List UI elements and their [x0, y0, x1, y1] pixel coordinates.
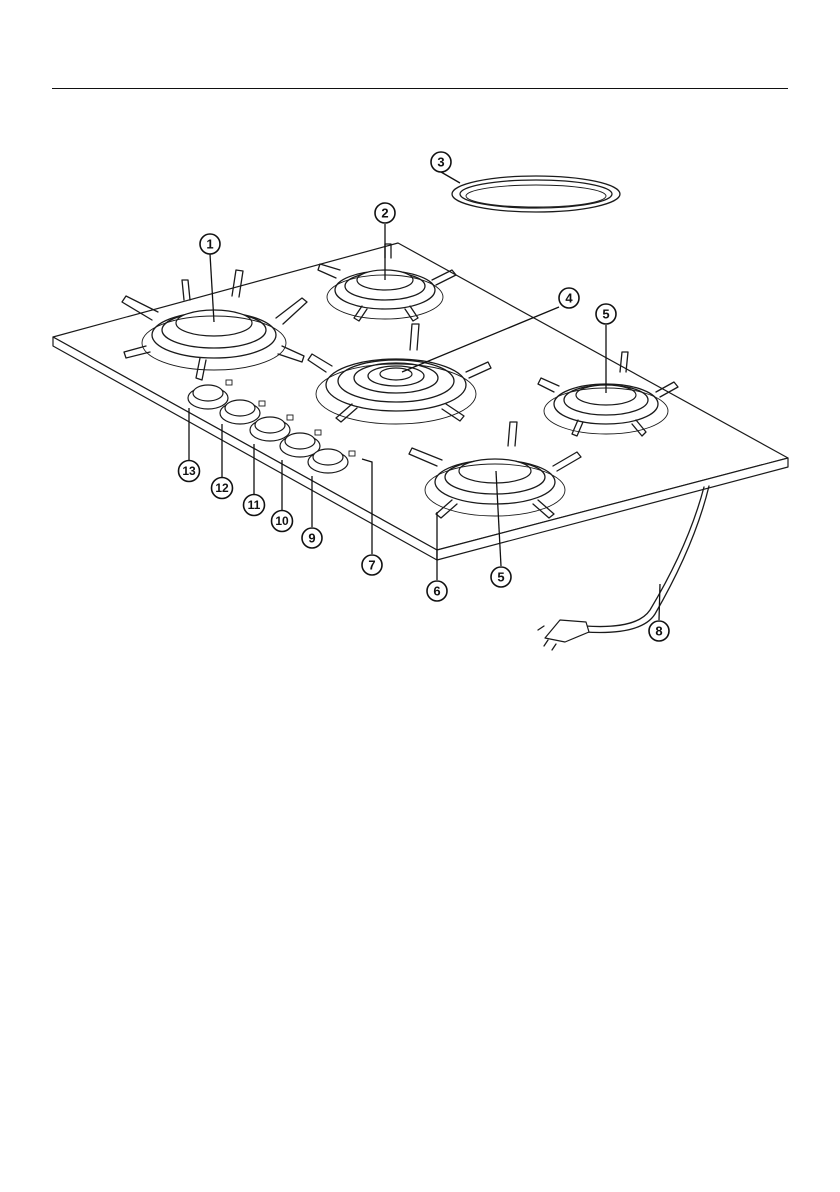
svg-text:6: 6 [433, 584, 440, 599]
callout-6: 6 [427, 581, 447, 601]
svg-text:2: 2 [381, 206, 388, 221]
svg-text:7: 7 [368, 558, 375, 573]
callout-2: 2 [375, 203, 395, 223]
callout-8: 8 [649, 621, 669, 641]
svg-text:3: 3 [437, 155, 444, 170]
svg-text:4: 4 [565, 291, 573, 306]
callout-7: 7 [362, 555, 382, 575]
callout-13: 13 [179, 461, 200, 482]
svg-text:13: 13 [182, 464, 196, 478]
callout-5-front: 5 [491, 567, 511, 587]
callout-3: 3 [431, 152, 451, 172]
hob-plate [53, 243, 788, 560]
callout-12: 12 [212, 478, 233, 499]
wok-ring [452, 176, 620, 212]
callout-5-right: 5 [596, 304, 616, 324]
svg-text:1: 1 [206, 237, 213, 252]
svg-text:12: 12 [215, 481, 229, 495]
svg-text:11: 11 [248, 498, 261, 512]
callout-1: 1 [200, 234, 220, 254]
callout-9: 9 [302, 528, 322, 548]
svg-text:8: 8 [655, 624, 662, 639]
svg-text:10: 10 [275, 514, 289, 528]
callout-10: 10 [272, 511, 293, 532]
svg-text:5: 5 [497, 570, 504, 585]
svg-text:9: 9 [308, 531, 315, 546]
callout-4: 4 [559, 288, 579, 308]
callout-11: 11 [244, 495, 265, 516]
svg-text:5: 5 [602, 307, 609, 322]
